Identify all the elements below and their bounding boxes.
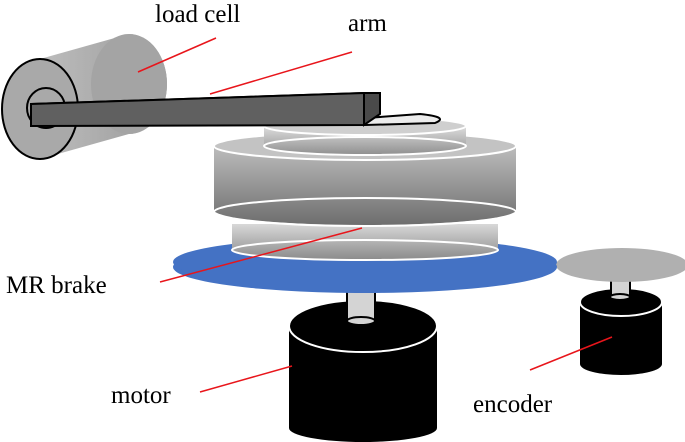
load-cell-leader-line [137,37,217,73]
motor-label: motor [111,382,171,409]
motor [288,299,438,442]
motor-leader-line [199,365,293,393]
load-cell-label: load cell [155,1,240,28]
arm [30,91,381,128]
arm-label: arm [348,10,387,37]
motor-shaft [346,287,376,326]
arm-leader-line [209,51,353,95]
mr-brake-label: MR brake [6,272,107,299]
encoder-label: encoder [473,391,553,418]
encoder [579,287,663,375]
mr-brake-leader-line [159,227,363,283]
mr-brake-body [213,116,517,261]
arm-tip-plate [365,112,441,127]
load-cell [1,34,167,160]
encoder-leader-line [529,336,613,371]
encoder-disk [556,248,685,282]
